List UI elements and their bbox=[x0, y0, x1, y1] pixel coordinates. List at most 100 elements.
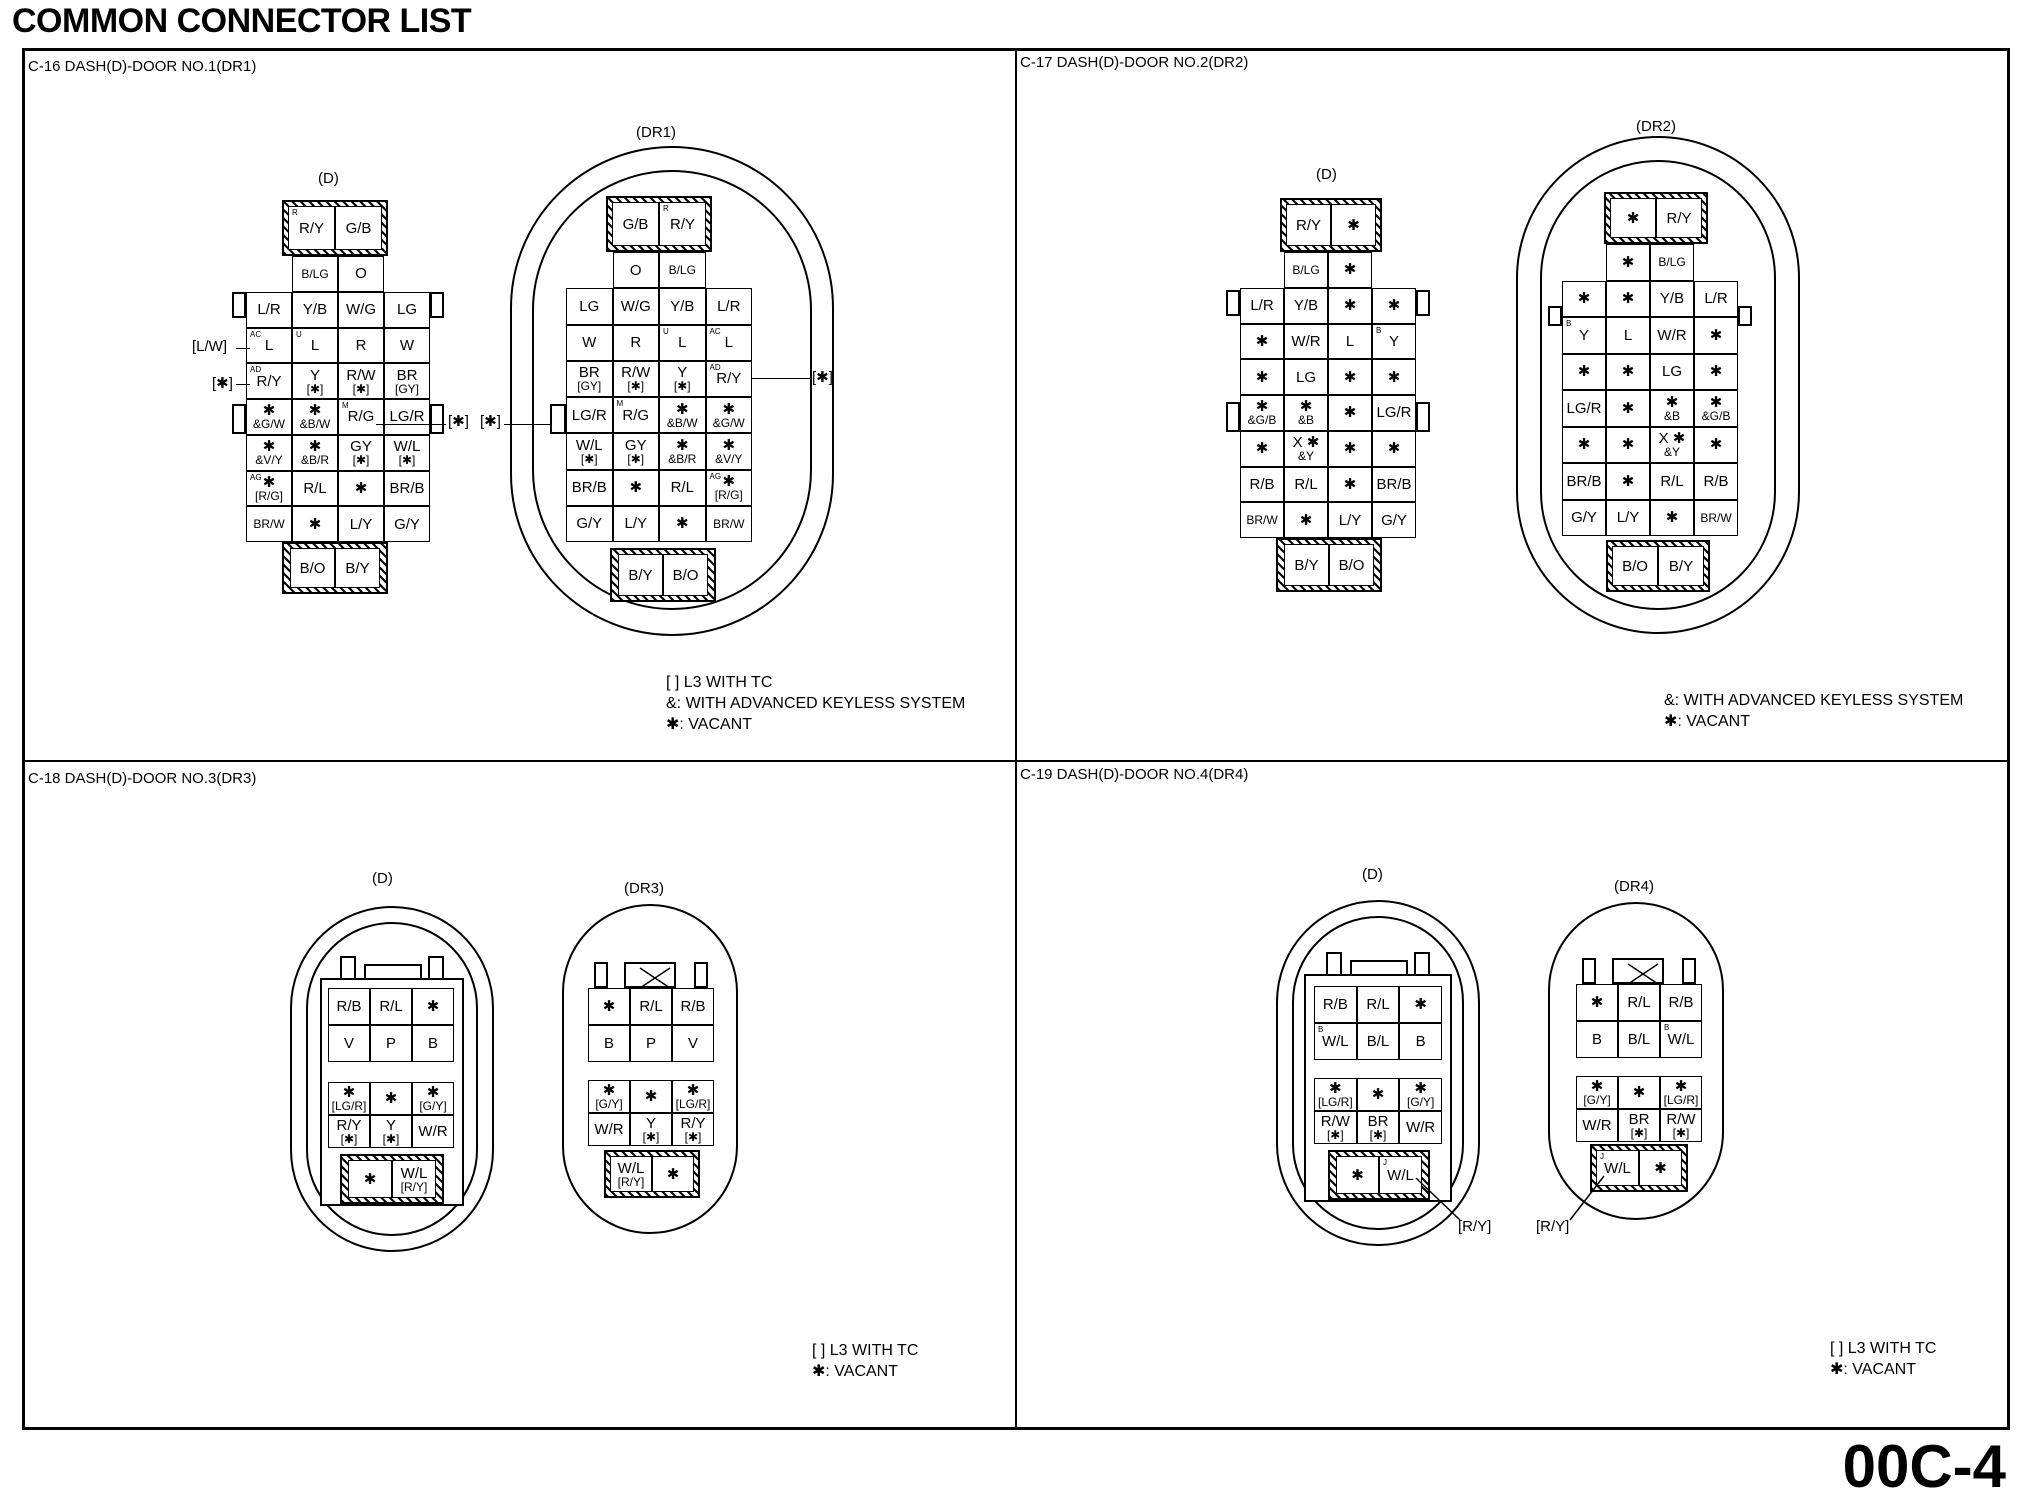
terminal-cell: B/LG bbox=[1284, 252, 1328, 288]
wire-color-alt: &V/Y bbox=[715, 451, 743, 466]
c18-dr3-latch bbox=[694, 962, 708, 988]
wire-color: Y bbox=[309, 366, 320, 384]
terminal-cell: ✱ bbox=[1576, 984, 1618, 1021]
wire-color: Y bbox=[385, 1117, 396, 1134]
legend-item: ✱: VACANT bbox=[812, 1363, 899, 1380]
terminal-cell: ✱ bbox=[1694, 317, 1738, 354]
terminal-cell: ✱ bbox=[588, 988, 630, 1025]
wire-color: ✱ bbox=[1665, 393, 1679, 411]
wire-color: BR/B bbox=[1376, 475, 1412, 493]
wire-color: ✱ bbox=[1343, 404, 1357, 422]
wire-color: B bbox=[1415, 1033, 1426, 1050]
c17-d-tab bbox=[1226, 290, 1240, 316]
wire-color-alt: &B bbox=[1297, 413, 1314, 428]
legend-item: ✱: VACANT bbox=[1664, 713, 1751, 730]
terminal-marker: AC bbox=[250, 329, 262, 339]
wire-color-alt: &G/B bbox=[1701, 408, 1731, 423]
wire-color: BR bbox=[1628, 1111, 1650, 1128]
wire-color: B/L bbox=[1627, 1031, 1651, 1048]
wire-color: B/LG bbox=[1658, 255, 1686, 270]
wire-color: R/L bbox=[1366, 996, 1390, 1013]
wire-color: R/W bbox=[1666, 1111, 1696, 1128]
wire-color: ✱ bbox=[1577, 436, 1591, 454]
terminal-cell: W/R bbox=[412, 1115, 454, 1148]
legend-item: [ ] L3 WITH TC bbox=[1830, 1340, 1937, 1357]
wire-color-alt: [LG/R] bbox=[1663, 1093, 1699, 1107]
terminal-cell: R/W[✱] bbox=[1660, 1109, 1702, 1142]
terminal-cell: BR/W bbox=[246, 506, 292, 542]
terminal-cell: ✱ bbox=[370, 1082, 412, 1115]
wire-color: Y bbox=[1388, 332, 1399, 350]
c16-d-tab bbox=[232, 404, 246, 434]
terminal-cell: R/L bbox=[1356, 986, 1400, 1023]
terminal-cell: GY[✱] bbox=[612, 433, 659, 470]
c16-d-tab bbox=[430, 292, 444, 318]
terminal-cell: R/W[✱] bbox=[338, 363, 384, 399]
wire-color: ✱ bbox=[308, 438, 322, 456]
panel-title-c17: C-17 DASH(D)-DOOR NO.2(DR2) bbox=[1020, 54, 1249, 71]
wire-color: W/G bbox=[346, 301, 376, 319]
terminal-cell: ✱ bbox=[1618, 1076, 1660, 1109]
wire-color: R bbox=[630, 334, 642, 352]
c16-dr1-outer-shell bbox=[510, 146, 834, 636]
wire-color: B/O bbox=[299, 559, 326, 577]
terminal-cell: BR/B bbox=[1562, 463, 1606, 500]
wire-color: B bbox=[1591, 1031, 1602, 1048]
wire-color: W/R bbox=[1657, 326, 1687, 344]
legend-item: &: WITH ADVANCED KEYLESS SYSTEM bbox=[666, 695, 966, 712]
terminal-cell: ✱&B bbox=[1284, 395, 1328, 431]
terminal-cell: ✱ bbox=[1606, 353, 1650, 390]
wire-color: R/G bbox=[622, 406, 650, 424]
wire-color: B/O bbox=[1338, 556, 1365, 574]
terminal-cell: LG/R bbox=[1372, 395, 1416, 431]
wire-color: R/L bbox=[1627, 994, 1651, 1011]
terminal-cell: R/L bbox=[659, 469, 706, 506]
wire-color: ✱ bbox=[1621, 363, 1635, 381]
wire-color: ✱ bbox=[1709, 326, 1723, 344]
terminal-cell: R/Y[✱] bbox=[328, 1115, 370, 1148]
wire-color: ✱ bbox=[1343, 368, 1357, 386]
c16-leader bbox=[740, 378, 810, 379]
wire-color: W/R bbox=[594, 1121, 624, 1138]
terminal-cell: L/R bbox=[1240, 287, 1284, 324]
wire-color: GY bbox=[350, 438, 372, 456]
terminal-cell: O bbox=[612, 252, 659, 289]
terminal-cell: Y/B bbox=[659, 288, 706, 325]
wire-color: ✱ bbox=[629, 479, 643, 497]
wire-color: ✱ bbox=[1590, 994, 1604, 1011]
wire-color: R/L bbox=[1294, 475, 1318, 493]
wire-color: BR/W bbox=[713, 516, 745, 531]
terminal-cell: W/R bbox=[1576, 1109, 1618, 1142]
terminal-cell: ✱ bbox=[1240, 323, 1284, 360]
wire-color: ✱ bbox=[722, 436, 736, 454]
terminal-marker: U bbox=[663, 326, 669, 336]
terminal-cell: R/L bbox=[630, 988, 672, 1025]
wire-color: B/Y bbox=[1668, 557, 1694, 575]
wire-color: GY bbox=[624, 436, 647, 454]
terminal-cell: L/R bbox=[1694, 280, 1738, 317]
c19-d-label: (D) bbox=[1362, 866, 1383, 883]
wire-color: W/R bbox=[1406, 1119, 1436, 1136]
terminal-cell: LG/R bbox=[1562, 390, 1606, 427]
c18-legend: [ ] L3 WITH TC ✱: VACANT bbox=[812, 1340, 918, 1382]
terminal-cell: ✱ bbox=[1240, 359, 1284, 395]
wire-color: P bbox=[385, 1035, 396, 1052]
terminal-cell: B/O bbox=[663, 554, 708, 596]
terminal-cell: B/Y bbox=[335, 548, 380, 588]
wire-color: LG bbox=[396, 301, 417, 319]
terminal-marker: B bbox=[1566, 319, 1572, 328]
terminal-cell: ✱&G/W bbox=[246, 399, 292, 435]
terminal-cell: W/G bbox=[338, 291, 384, 328]
c19-dr4-latch bbox=[1682, 958, 1696, 984]
wire-color-alt: &B/R bbox=[668, 451, 697, 466]
wire-color: R/Y bbox=[716, 370, 742, 388]
terminal-cell: R/Y[✱] bbox=[672, 1113, 714, 1146]
terminal-cell: L/Y bbox=[1606, 499, 1650, 536]
terminal-cell: BR/W bbox=[705, 505, 752, 542]
